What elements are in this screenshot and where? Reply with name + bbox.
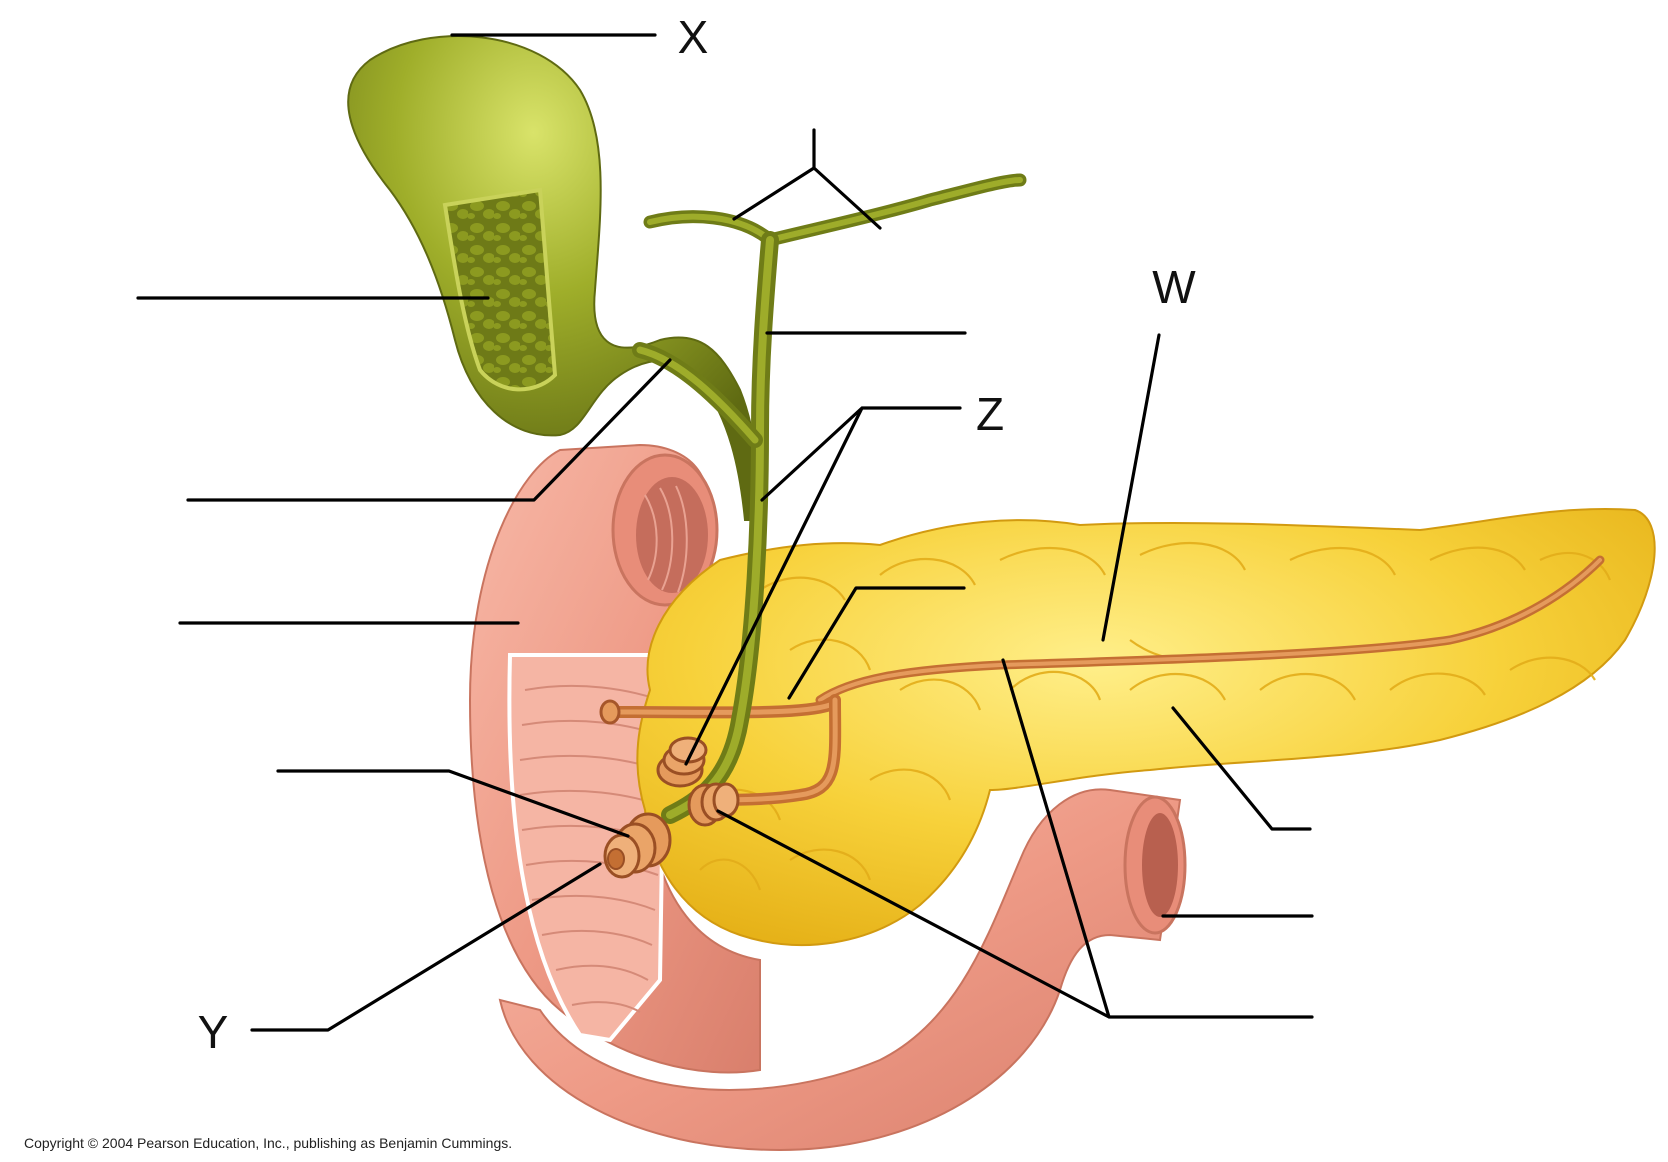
sphincter-bile-duct [656,736,708,788]
leader-w [1101,333,1161,642]
leader-accessory-duct [787,586,966,700]
label-z: Z [976,388,1004,440]
label-x: X [678,11,709,63]
pancreas [599,508,1656,946]
leader-cystic-duct [186,358,672,502]
duodenum [468,443,1187,1152]
gallbladder [347,35,762,521]
leader-pancreas-body [1171,706,1312,831]
leader-hepatic-ducts-bracket [732,128,882,230]
bile-ducts [632,173,1027,824]
leader-sphincter [276,769,630,838]
sphincter-rings [603,736,740,879]
labels: X W Z Y [198,11,1197,1058]
hepatopancreatic-sphincter [603,812,672,879]
leader-z [684,406,962,766]
leader-y [250,862,602,1032]
leader-pancreatic-ducts [716,658,1314,1019]
sphincter-pancreatic-duct [687,782,740,827]
copyright-notice: Copyright © 2004 Pearson Education, Inc.… [24,1135,512,1151]
label-y: Y [198,1006,229,1058]
label-w: W [1152,261,1196,313]
leader-lines [136,33,1314,1032]
